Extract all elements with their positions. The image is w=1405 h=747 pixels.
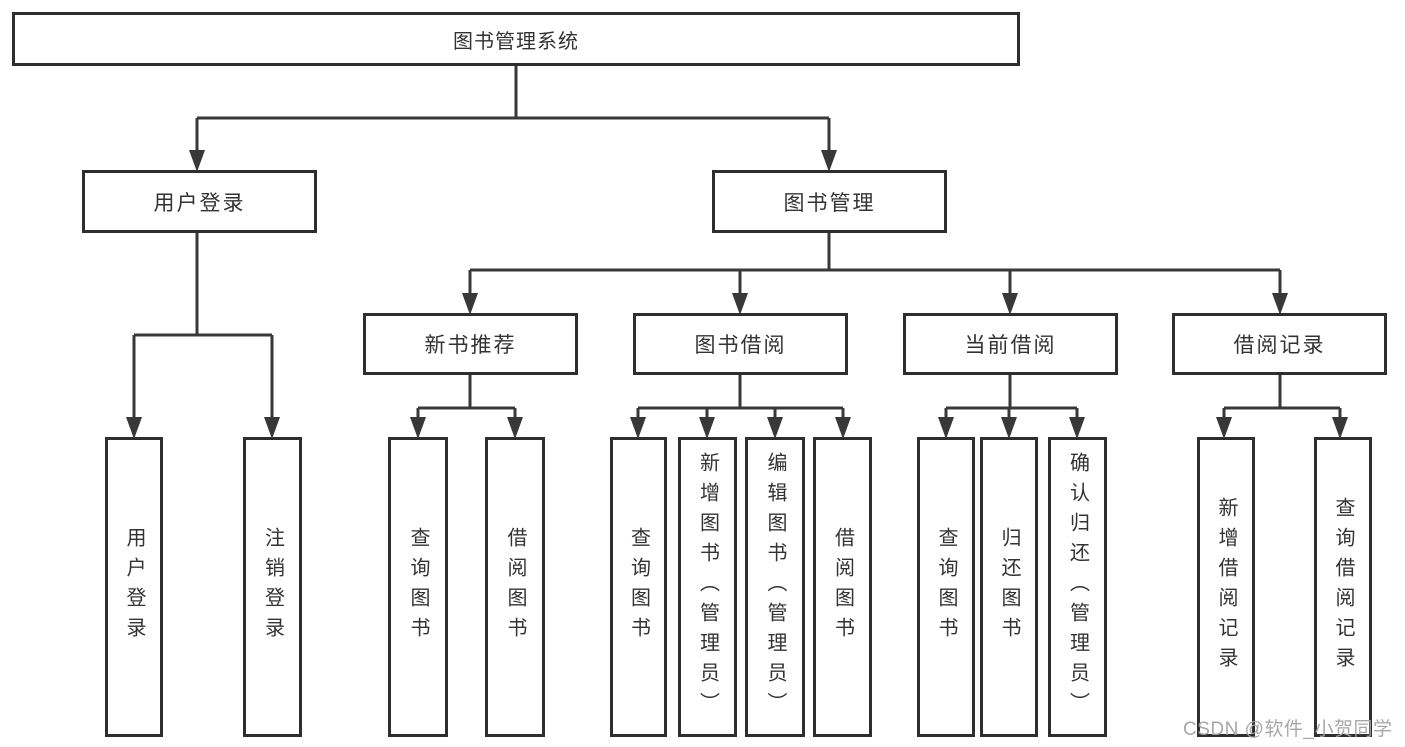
node-root: 图书管理系统 (12, 12, 1020, 66)
leaf-add-borrow-record-label: 新增借阅记录 (1215, 497, 1237, 677)
node-book-management-label: 图书管理 (783, 191, 876, 215)
leaf-borrow-books-borrowing: 借阅图书 (813, 437, 872, 737)
leaf-edit-book-admin: 编辑图书（管理员） (745, 437, 805, 737)
leaf-return-books-label: 归还图书 (998, 527, 1020, 647)
leaf-query-books-recommend: 查询图书 (388, 437, 448, 737)
node-book-borrowing-label: 图书借阅 (694, 334, 787, 357)
leaf-query-books-borrowing-label: 查询图书 (627, 527, 650, 647)
node-root-label: 图书管理系统 (453, 30, 579, 53)
leaf-confirm-return-admin: 确认归还（管理员） (1048, 437, 1107, 737)
leaf-return-books: 归还图书 (980, 437, 1038, 737)
leaf-logout-login: 注销登录 (243, 437, 302, 737)
node-new-book-recommend-label: 新书推荐 (424, 334, 517, 357)
leaf-add-borrow-record: 新增借阅记录 (1197, 437, 1255, 737)
leaf-logout-login-label: 注销登录 (261, 527, 284, 647)
leaf-user-login-label: 用户登录 (123, 527, 145, 647)
leaf-confirm-return-admin-label: 确认归还（管理员） (1066, 452, 1089, 722)
leaf-borrow-books-recommend: 借阅图书 (485, 437, 545, 737)
node-user-login-label: 用户登录 (153, 191, 246, 215)
node-book-management: 图书管理 (712, 170, 947, 233)
node-book-borrowing: 图书借阅 (633, 313, 848, 375)
leaf-borrow-books-borrowing-label: 借阅图书 (831, 527, 854, 647)
leaf-query-books-borrowing: 查询图书 (610, 437, 667, 737)
leaf-query-books-current-label: 查询图书 (935, 527, 957, 647)
leaf-query-books-recommend-label: 查询图书 (407, 527, 429, 647)
csdn-watermark: CSDN @软件_小贺同学 (1183, 719, 1393, 740)
leaf-user-login: 用户登录 (105, 437, 163, 737)
node-borrowing-records-label: 借阅记录 (1233, 334, 1326, 357)
leaf-edit-book-admin-label: 编辑图书（管理员） (764, 452, 786, 722)
leaf-query-books-current: 查询图书 (917, 437, 975, 737)
node-user-login: 用户登录 (82, 170, 317, 233)
leaf-query-borrow-record: 查询借阅记录 (1314, 437, 1372, 737)
leaf-borrow-books-recommend-label: 借阅图书 (504, 527, 526, 647)
node-new-book-recommend: 新书推荐 (363, 313, 578, 375)
leaf-add-book-admin: 新增图书（管理员） (678, 437, 737, 737)
node-borrowing-records: 借阅记录 (1172, 313, 1387, 375)
node-current-borrowing: 当前借阅 (903, 313, 1118, 375)
node-current-borrowing-label: 当前借阅 (964, 334, 1057, 357)
leaf-query-borrow-record-label: 查询借阅记录 (1332, 497, 1354, 677)
leaf-add-book-admin-label: 新增图书（管理员） (696, 452, 719, 722)
